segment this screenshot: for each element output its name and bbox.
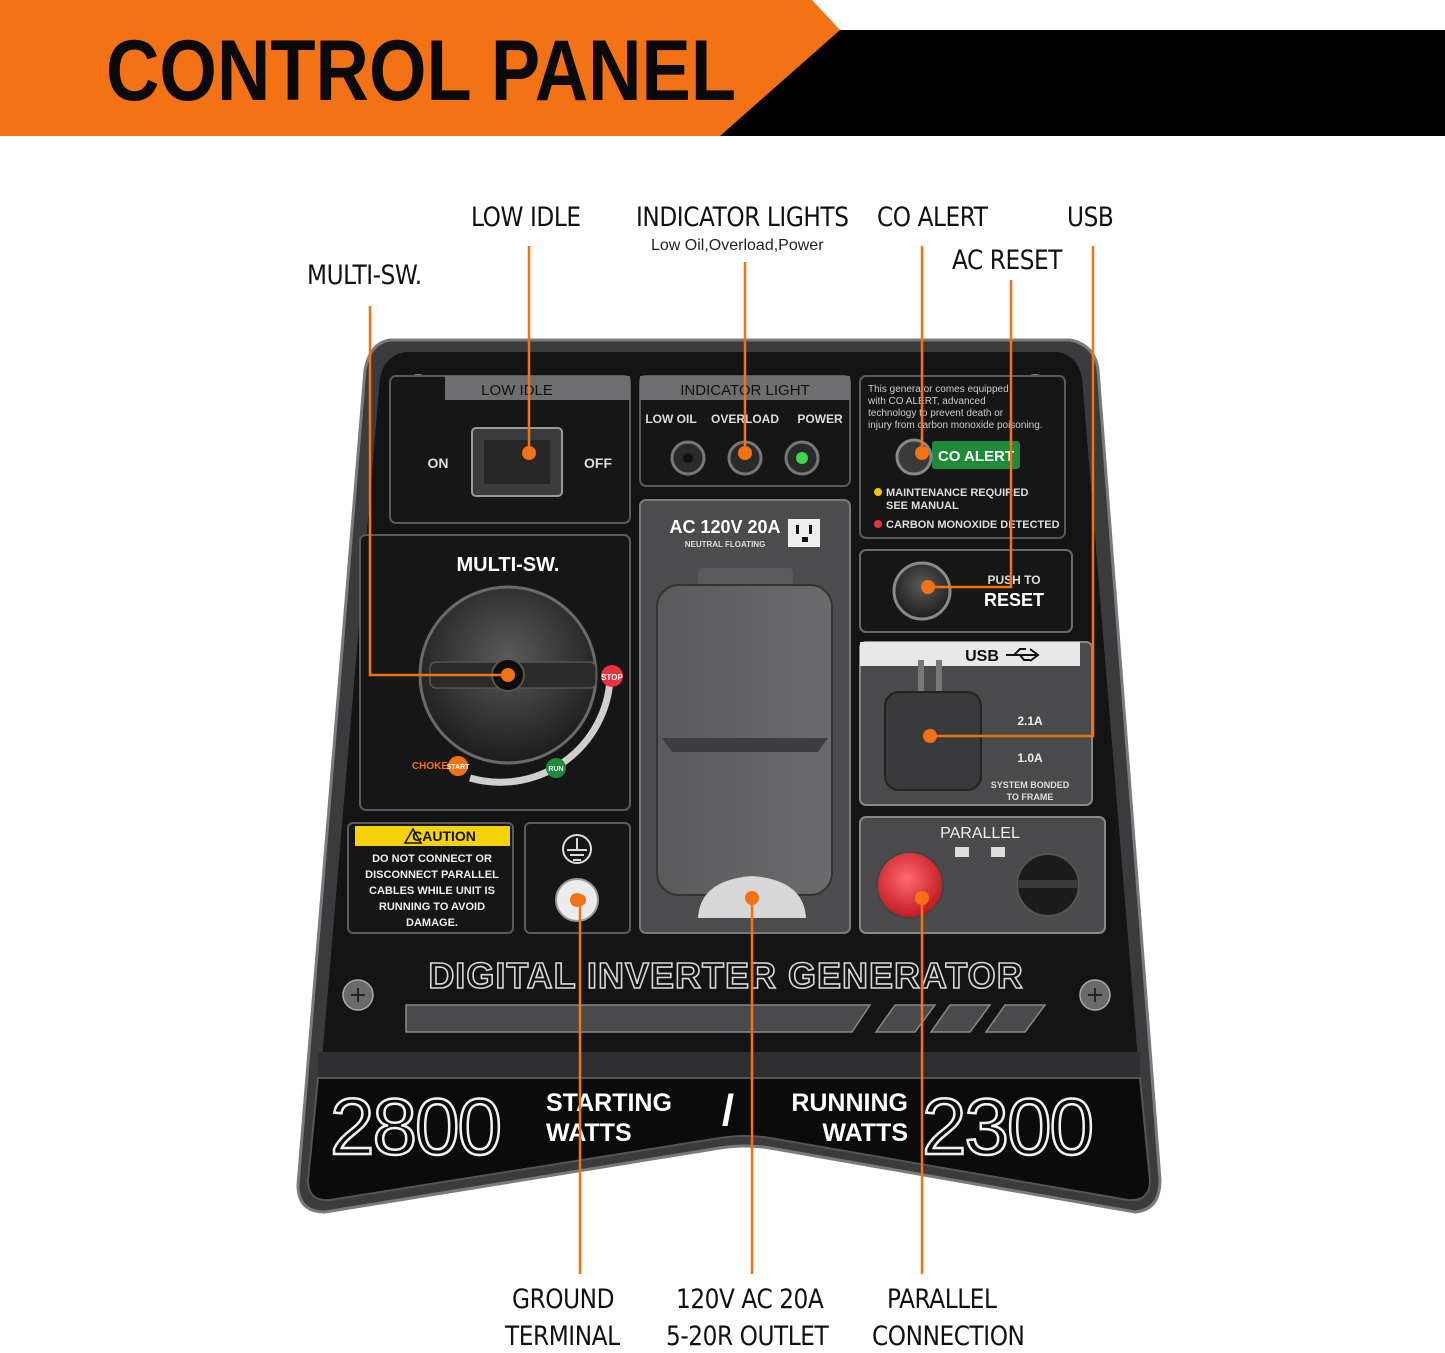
start-dot-icon xyxy=(448,756,468,776)
header-black-bar xyxy=(680,30,1445,136)
outlet-panel-title: AC 120V 20A xyxy=(669,517,780,537)
choke-label: CHOKE xyxy=(412,761,448,772)
run-dot-icon xyxy=(546,758,566,778)
page-title: CONTROL PANEL xyxy=(106,23,737,119)
low-oil-label: LOW OIL xyxy=(645,412,696,426)
usb-2-1a: 2.1A xyxy=(1017,714,1043,728)
leader-usb xyxy=(930,246,1095,738)
callout-outlet-line1: 120V AC 20A xyxy=(676,1284,824,1315)
maintenance-line2: SEE MANUAL xyxy=(886,500,959,512)
parallel-panel-title: PARALLEL xyxy=(940,825,1020,842)
ground-terminal-section xyxy=(524,822,631,934)
leader-ac-reset xyxy=(928,280,1013,589)
parallel-section: PARALLEL xyxy=(859,816,1106,934)
stop-label: STOP xyxy=(601,673,623,682)
running-watts-value: 2300 xyxy=(922,1082,1092,1171)
usb-section: USB 2.1A 1.0A SYSTEM BONDED TO FRAME xyxy=(859,641,1093,806)
running-watts-label1: RUNNING xyxy=(791,1089,908,1117)
co-alert-badge-text: CO ALERT xyxy=(938,448,1014,465)
caution-line: DISCONNECT PARALLEL xyxy=(365,869,499,881)
callout-multi-sw: MULTI-SW. xyxy=(307,260,422,291)
header-banner xyxy=(0,0,1445,136)
usb-1-0a: 1.0A xyxy=(1017,751,1043,765)
co-text-line: This generator comes equipped xyxy=(868,384,1009,395)
usb-bonded-line2: TO FRAME xyxy=(1007,792,1054,802)
panel-lower-strip xyxy=(318,1052,1140,1078)
start-label: START xyxy=(447,764,471,771)
low-idle-on-label: ON xyxy=(428,455,449,471)
stop-dot-icon xyxy=(601,665,623,687)
starting-watts-label1: STARTING xyxy=(546,1089,672,1117)
callout-low-idle: LOW IDLE xyxy=(471,202,581,233)
reset-line1: PUSH TO xyxy=(987,573,1040,587)
watts-plate xyxy=(306,1077,1152,1202)
watts-slash: / xyxy=(722,1086,734,1135)
callout-ac-reset: AC RESET xyxy=(952,245,1063,276)
low-idle-off-label: OFF xyxy=(584,455,612,471)
caution-line: DAMAGE. xyxy=(406,917,458,929)
header-orange-block xyxy=(0,0,840,136)
usb-panel-title: USB xyxy=(965,648,999,665)
warning-icon xyxy=(403,827,423,844)
ground-symbol-icon xyxy=(562,834,592,864)
reset-section: PUSH TO RESET xyxy=(859,549,1073,633)
low-idle-panel-title: LOW IDLE xyxy=(481,382,553,399)
reset-line2: RESET xyxy=(984,590,1044,610)
run-label: RUN xyxy=(548,766,563,773)
callout-ground-line1: GROUND xyxy=(512,1284,615,1315)
callout-ground-line2: TERMINAL xyxy=(505,1321,620,1352)
brand-stripe xyxy=(405,1004,872,1033)
leader-lines xyxy=(368,246,1095,1274)
starting-watts-value: 2800 xyxy=(330,1082,500,1171)
callout-usb: USB xyxy=(1067,202,1114,233)
callout-parallel-line1: PARALLEL xyxy=(887,1284,997,1315)
leader-multi-sw xyxy=(368,306,508,677)
outlet-panel-sub: NEUTRAL FLOATING xyxy=(685,540,766,549)
multi-sw-panel-title: MULTI-SW. xyxy=(457,554,560,576)
co-alert-badge xyxy=(932,441,1020,469)
parallel-red-port[interactable] xyxy=(876,851,944,919)
caution-line: DO NOT CONNECT OR xyxy=(372,853,492,865)
caution-line: CABLES WHILE UNIT IS xyxy=(369,885,495,897)
co-detected-text: CARBON MONOXIDE DETECTED xyxy=(886,519,1060,531)
multi-switch-section: MULTI-SW. STOP CHOKE START RUN xyxy=(359,534,631,811)
callout-parallel-line2: CONNECTION xyxy=(872,1321,1025,1352)
caution-title: CAUTION xyxy=(412,828,476,844)
callout-indicator-lights-sub: Low Oil,Overload,Power xyxy=(651,237,824,254)
maintenance-line1: MAINTENANCE REQUIRED xyxy=(886,487,1028,499)
starting-watts-label2: WATTS xyxy=(546,1119,632,1147)
callout-indicator-lights: INDICATOR LIGHTS xyxy=(636,202,849,233)
maintenance-dot-icon xyxy=(874,488,882,496)
co-text-line: injury from carbon monoxide poisoning. xyxy=(868,420,1043,431)
low-idle-section: LOW IDLE ON OFF xyxy=(389,375,631,524)
callout-outlet-line2: 5-20R OUTLET xyxy=(666,1321,829,1352)
co-text-line: technology to prevent death or xyxy=(868,408,1004,419)
co-detected-dot-icon xyxy=(874,520,882,528)
running-watts-label2: WATTS xyxy=(822,1119,908,1147)
leader-dots xyxy=(501,446,937,906)
usb-bonded-line1: SYSTEM BONDED xyxy=(991,780,1070,790)
outlet-section: AC 120V 20A NEUTRAL FLOATING xyxy=(639,499,851,934)
usb-symbol-icon xyxy=(1006,648,1040,662)
caution-line: RUNNING TO AVOID xyxy=(379,901,485,913)
caution-section: CAUTION DO NOT CONNECT OR DISCONNECT PAR… xyxy=(347,822,514,934)
power-label: POWER xyxy=(797,412,843,426)
outlet-symbol-icon xyxy=(788,519,820,547)
co-alert-section: This generator comes equipped with CO AL… xyxy=(859,375,1066,539)
reset-button[interactable] xyxy=(892,561,952,621)
brand-line: DIGITAL INVERTER GENERATOR xyxy=(428,955,1023,996)
co-text-line: with CO ALERT, advanced xyxy=(867,396,986,407)
callout-co-alert: CO ALERT xyxy=(877,202,988,233)
